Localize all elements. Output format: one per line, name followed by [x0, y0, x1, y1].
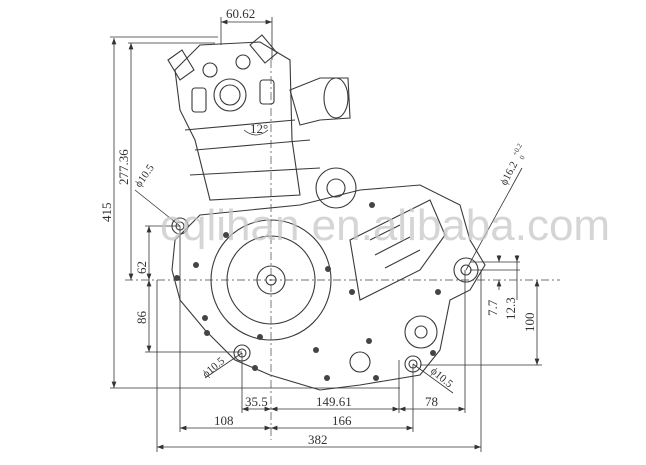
dim-hole-lower-left: ϕ10.5 [200, 355, 227, 381]
watermark: cqlihan en.alibaba.com [160, 201, 610, 250]
dim-cylinder-height: 277.36 [116, 149, 131, 185]
dim-left-mount-offset: 35.5 [245, 394, 268, 409]
dim-crank-to-front-mount: 149.61 [316, 394, 352, 409]
dim-lower-mount-depth: 86 [134, 311, 149, 325]
dim-cylinder-angle: 12° [250, 121, 268, 136]
dim-right-lower-height: 100 [522, 313, 537, 333]
dim-hole-upper-left: ϕ10.5 [133, 162, 157, 190]
dim-right-offset-b: 12.3 [503, 297, 518, 320]
dim-hole-right-tol-upper: +0.2 [511, 142, 524, 157]
dim-hole-right-tol-lower: 0 [518, 154, 527, 161]
dim-overall-height: 415 [99, 203, 114, 223]
dim-upper-mount-height: 62 [134, 261, 149, 274]
dim-right-width: 166 [332, 413, 352, 428]
center-lines [125, 60, 560, 440]
dim-hole-right: ϕ16.2 +0.2 0 [498, 142, 527, 188]
extension-lines [110, 17, 542, 452]
dim-top-offset: 60.62 [226, 6, 255, 21]
dim-front-mount-offset: 78 [425, 394, 438, 409]
dim-left-width: 108 [214, 413, 234, 428]
dim-hole-right-value: ϕ16.2 [498, 160, 520, 188]
dim-right-offset-a: 7.7 [485, 299, 500, 316]
dim-overall-width: 382 [308, 432, 328, 447]
dimension-lines [111, 19, 540, 450]
